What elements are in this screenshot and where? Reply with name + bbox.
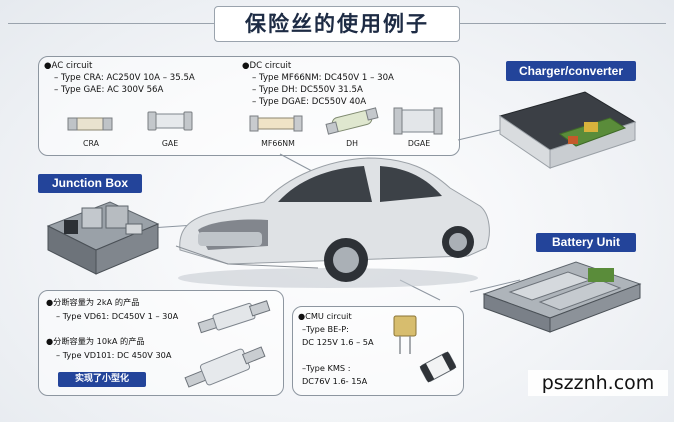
cra-label: CRA	[83, 139, 99, 148]
vd101-fuse-icon	[184, 346, 266, 388]
battery-unit-pack	[482, 261, 642, 333]
junction-box-unit	[46, 201, 160, 275]
cmu-heading: ●CMU circuit	[298, 311, 352, 321]
mf66nm-fuse-icon	[249, 115, 303, 132]
dc-circuit-line-3: – Type DGAE: DC550V 40A	[252, 97, 367, 107]
circuit-box-top	[38, 56, 460, 156]
battery-unit-label: Battery Unit	[536, 233, 636, 252]
dh-fuse-icon	[325, 107, 379, 135]
kms-fuse-icon	[419, 351, 457, 383]
breaking-vd101-line: – Type VD101: DC 450V 30A	[56, 350, 172, 360]
watermark-text: pszznh.com	[528, 370, 668, 396]
dc-circuit-line-2: – Type DH: DC550V 31.5A	[252, 85, 363, 95]
dgae-fuse-icon	[393, 107, 443, 135]
breaking-vd61-line: – Type VD61: DC450V 1 – 30A	[56, 311, 179, 321]
cmu-kms-rating: DC76V 1.6- 15A	[302, 376, 368, 386]
bep-fuse-icon	[393, 315, 417, 354]
breaking-10ka-heading: ●分断容量为 10kA 的产品	[46, 336, 145, 346]
dc-circuit-line-1: – Type MF66NM: DC450V 1 – 30A	[252, 73, 394, 83]
ac-circuit-line-2: – Type GAE: AC 300V 56A	[54, 85, 164, 95]
cmu-bep-rating: DC 125V 1.6 – 5A	[302, 337, 374, 347]
title-frame: 保险丝的使用例子	[214, 6, 460, 42]
gae-fuse-icon	[147, 111, 193, 131]
page-title: 保险丝的使用例子	[245, 12, 429, 36]
car-illustration	[175, 157, 490, 288]
vd61-fuse-icon	[197, 300, 271, 334]
ac-circuit-line-1: – Type CRA: AC250V 10A – 35.5A	[54, 73, 195, 83]
breaking-2ka-heading: ●分断容量为 2kA 的产品	[46, 297, 140, 307]
mf66nm-label: MF66NM	[261, 139, 295, 148]
ac-circuit-heading: ●AC circuit	[44, 61, 93, 71]
cra-fuse-icon	[67, 117, 113, 131]
junction-box-label: Junction Box	[38, 174, 142, 193]
dh-label: DH	[346, 139, 358, 148]
cmu-circuit-box	[292, 306, 464, 396]
charger-converter-label: Charger/converter	[506, 61, 636, 81]
cmu-kms-type: –Type KMS :	[302, 363, 351, 373]
cmu-bep-type: –Type BE-P:	[302, 324, 349, 334]
title-line-left	[8, 23, 214, 24]
title-line-right	[458, 23, 666, 24]
gae-label: GAE	[161, 139, 179, 148]
dc-circuit-heading: ●DC circuit	[242, 61, 292, 71]
dgae-label: DGAE	[407, 139, 431, 148]
charger-converter-unit	[498, 91, 637, 169]
compact-label: 实现了小型化	[58, 372, 146, 387]
